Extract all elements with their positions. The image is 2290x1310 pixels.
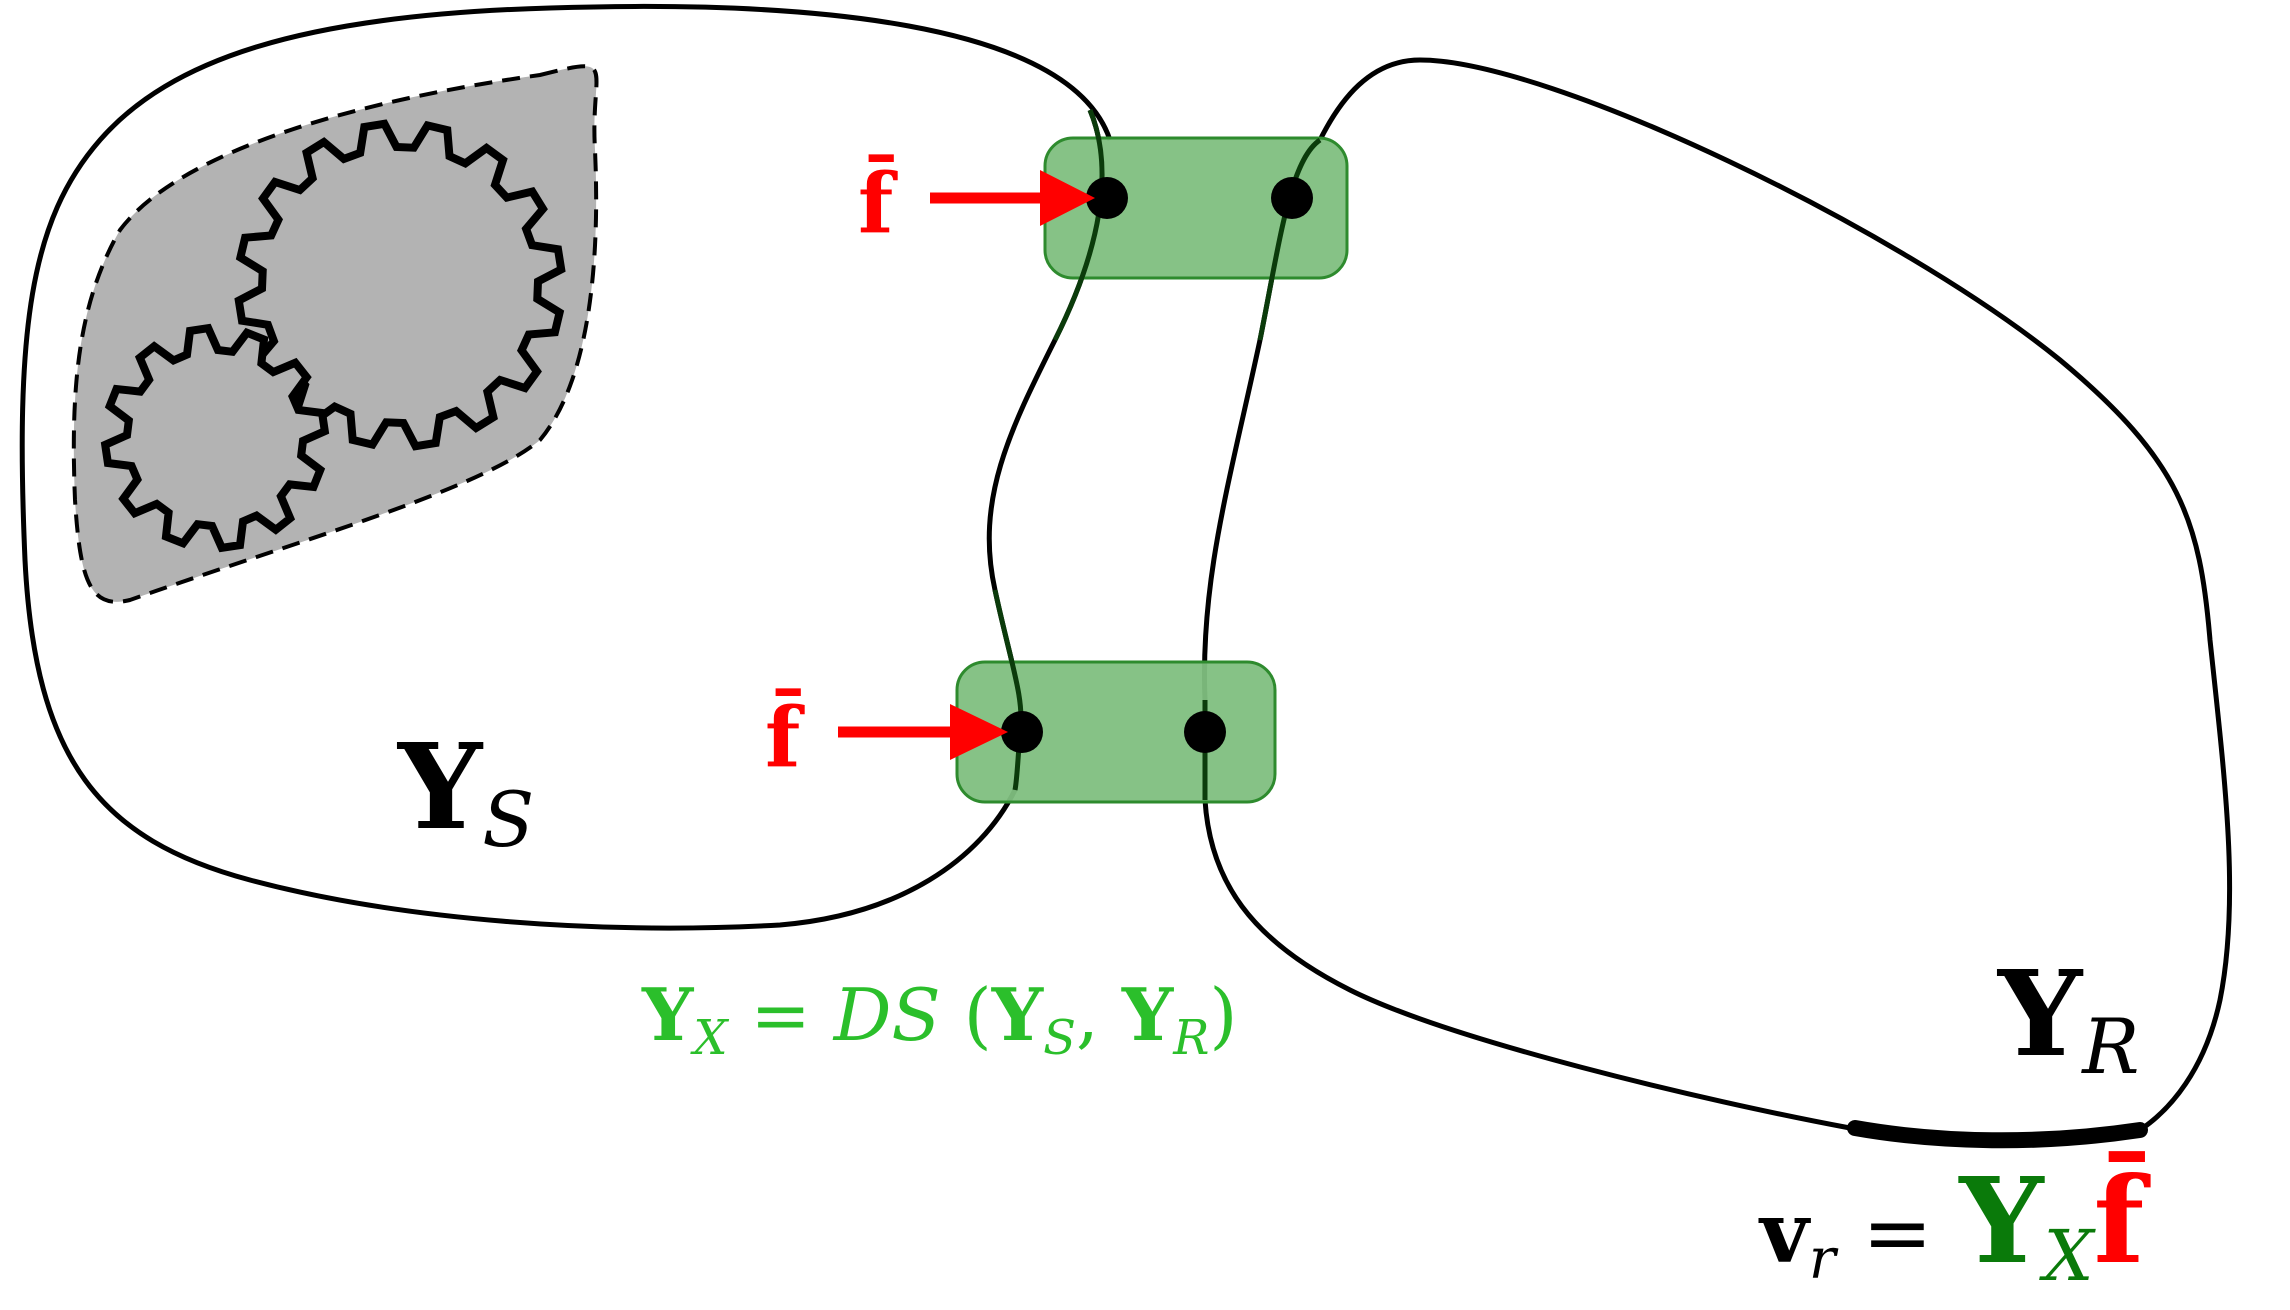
response-formula: vr = YXf̄: [1758, 1151, 2151, 1297]
small-gear-icon: [100, 323, 330, 553]
gear-large-outline: [234, 119, 566, 451]
substructure-s-outline: [19, 3, 1113, 931]
substructure-r-outline: [1317, 57, 2233, 1133]
decoupling-formula: YX = DS (YS, YR): [641, 972, 1237, 1066]
force-label-bottom: f̄: [765, 688, 805, 786]
large-gear-icon: [234, 119, 566, 451]
gear-small-outline: [100, 323, 330, 553]
interface-node-bottom-left: [1001, 711, 1043, 753]
response-region: [1847, 1120, 2148, 1149]
interface-node-top-right: [1271, 177, 1313, 219]
substructure-s-label: YS: [396, 717, 534, 864]
substructure-r-label: YR: [1996, 944, 2139, 1091]
force-arrow-top: [930, 170, 1095, 226]
force-label-top: f̄: [858, 154, 898, 252]
interface-node-bottom-right: [1184, 711, 1226, 753]
force-arrow-bottom: [838, 704, 1008, 760]
interface-node-top-left: [1086, 177, 1128, 219]
